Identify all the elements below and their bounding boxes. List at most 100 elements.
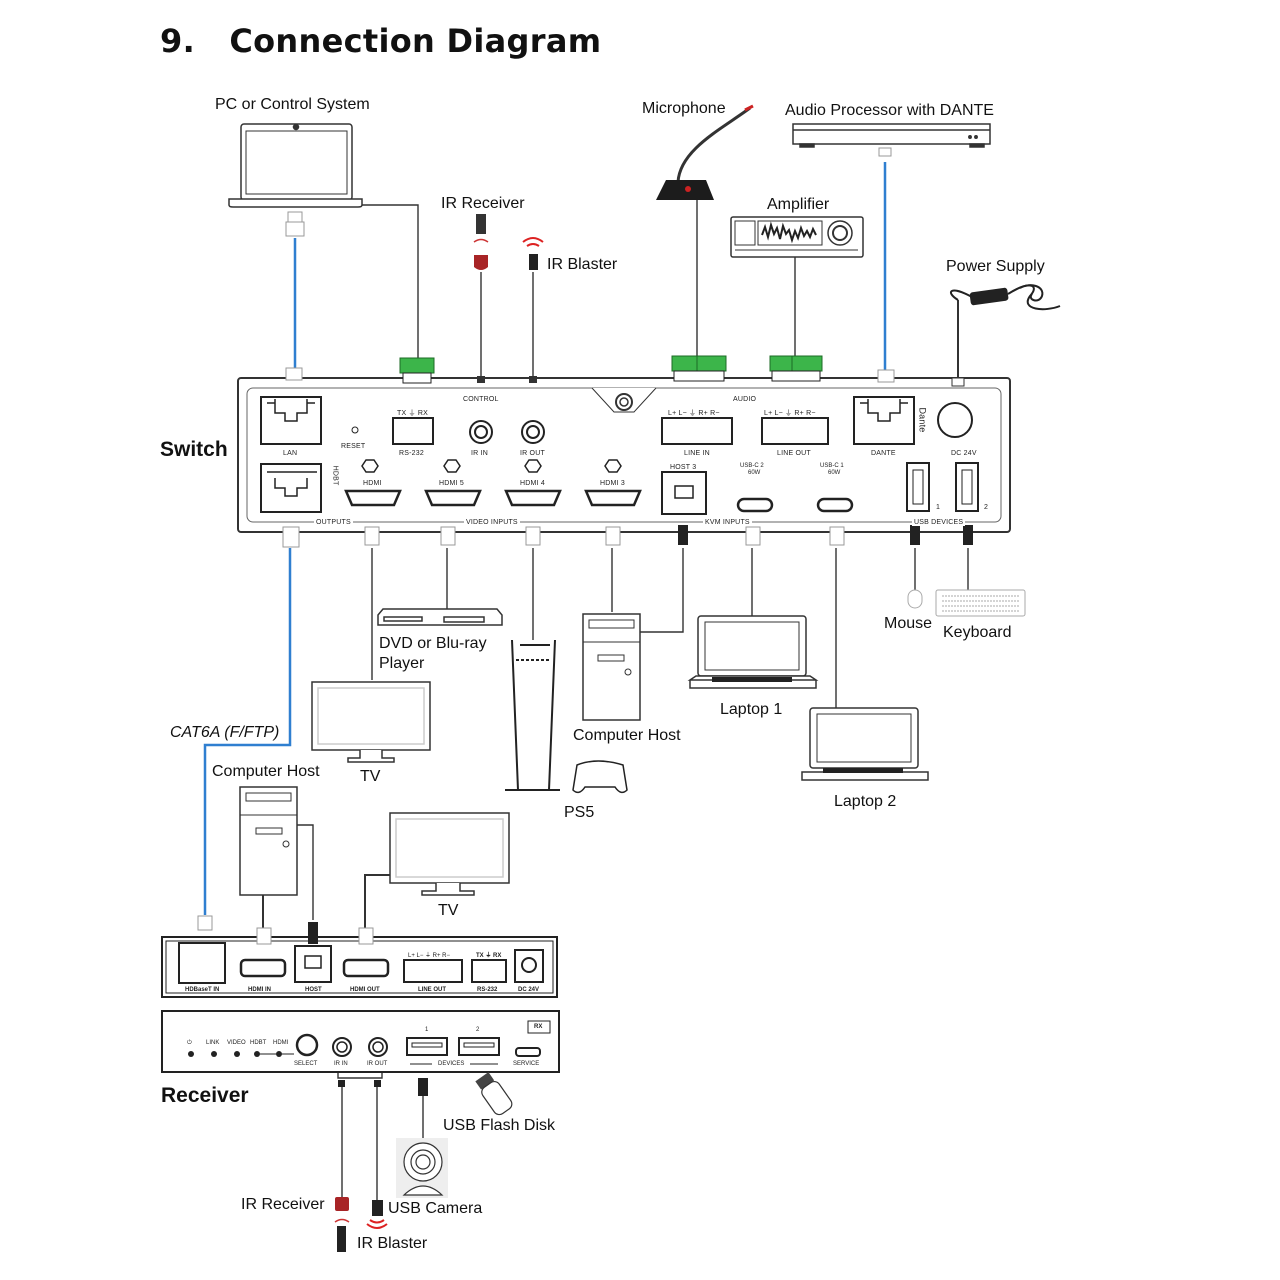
section-video-inputs: VIDEO INPUTS — [464, 519, 520, 526]
port-label-usb2: 2 — [984, 504, 989, 511]
ir-bracket — [337, 1072, 383, 1079]
section-audio: AUDIO — [731, 396, 759, 403]
line-in-port — [661, 417, 733, 445]
port-label-line-out: LINE OUT — [777, 450, 811, 457]
ir-jack-plug-icon — [477, 376, 485, 383]
port-label-reset: RESET — [341, 443, 366, 450]
audio-processor-icon — [792, 123, 991, 148]
pc-laptop-icon — [228, 123, 363, 208]
usb-camera-icon — [396, 1138, 448, 1198]
port-label-rs232: RS-232 — [399, 450, 424, 457]
label-mouse: Mouse — [884, 615, 933, 632]
laptop1-icon — [687, 615, 819, 689]
amplifier-icon — [730, 216, 864, 258]
laptop2-icon — [801, 707, 929, 781]
computer-tower-icon — [582, 613, 641, 721]
ir-receiver-icon — [473, 214, 489, 270]
wire-pc-rs232 — [352, 204, 419, 360]
label-power-supply: Power Supply — [946, 258, 1045, 275]
rx-label-dc24v: DC 24V — [518, 987, 540, 993]
port-label-usbc1: USB-C 1 — [820, 463, 844, 469]
rx-label-rs232-pins: TX ⏚ RX — [476, 953, 502, 959]
switch-label: Switch — [160, 438, 228, 461]
port-label-usbc2-w: 60W — [748, 470, 761, 476]
rj45-plug-icon — [285, 211, 305, 237]
rx-label-ir-out: IR OUT — [367, 1061, 388, 1067]
rx-label-video: VIDEO — [227, 1040, 246, 1046]
label-laptop2: Laptop 2 — [834, 793, 897, 810]
rx-label-select: SELECT — [294, 1061, 318, 1067]
port-label-usbc2: USB-C 2 — [740, 463, 764, 469]
dante-logo: Dante — [917, 407, 928, 433]
reset-button — [351, 426, 359, 434]
ir-receiver-icon — [335, 1197, 349, 1211]
hdmi4-port — [504, 489, 562, 507]
label-computer-host-bottom: Computer Host — [212, 763, 320, 780]
wire-host-usb — [640, 548, 684, 633]
label-tv2: TV — [438, 902, 459, 919]
section-outputs: OUTPUTS — [314, 519, 353, 526]
receiver-front-panel — [161, 1010, 560, 1073]
port-label-ir-in: IR IN — [471, 450, 488, 457]
port-label-lan: LAN — [283, 450, 298, 457]
rj45-plug-icon — [878, 147, 892, 157]
label-dvd-line2: Player — [379, 655, 425, 672]
microphone-icon — [656, 104, 754, 200]
label-pc: PC or Control System — [215, 96, 370, 113]
wire-host2-usb — [292, 824, 314, 920]
page-title: 9. Connection Diagram — [160, 22, 602, 60]
label-audio-processor: Audio Processor with DANTE — [785, 102, 994, 119]
label-usb-flash: USB Flash Disk — [443, 1117, 556, 1134]
label-tv1: TV — [360, 768, 381, 785]
hdbt-port — [260, 463, 322, 513]
port-label-line-out-pins: L+ L− ⏚ R+ R− — [764, 410, 816, 417]
label-ir-blaster-top: IR Blaster — [547, 256, 618, 273]
label-keyboard: Keyboard — [943, 624, 1012, 641]
label-dvd: DVD or Blu-ray — [379, 635, 487, 652]
dc-plug-icon — [951, 377, 965, 387]
port-label-line-in: LINE IN — [684, 450, 710, 457]
port-label-usb1: 1 — [936, 504, 941, 511]
label-microphone: Microphone — [642, 100, 726, 117]
rx-label-usb1: 1 — [425, 1027, 429, 1033]
port-label-hdmi3: HDMI 3 — [600, 480, 625, 487]
terminal-blocks — [399, 355, 823, 374]
port-label-dante: DANTE — [871, 450, 896, 457]
label-ir-receiver-bottom: IR Receiver — [241, 1196, 325, 1213]
ir-blaster-icon — [372, 1200, 383, 1216]
rx-label-power: ⏻ — [187, 1040, 192, 1046]
rx-label-service: SERVICE — [513, 1061, 540, 1067]
rx-label-line-out-pins: L+ L− ⏚ R+ R− — [408, 953, 451, 959]
rs232-port — [392, 417, 434, 445]
section-usb-devices: USB DEVICES — [912, 519, 966, 526]
usb-flash-disk-icon — [475, 1072, 513, 1116]
label-amplifier: Amplifier — [767, 196, 830, 213]
ir-jack-plug-icon — [529, 376, 537, 383]
computer-tower-icon — [239, 786, 298, 896]
rx-label-devices: DEVICES — [438, 1061, 465, 1067]
cable-cat6a — [203, 548, 292, 915]
label-ps5: PS5 — [564, 804, 595, 821]
hdmi-out-port — [344, 489, 402, 507]
dvd-player-icon — [377, 608, 503, 626]
dc-24v-jack — [937, 402, 973, 438]
rx-label-hdbt: HDBT — [250, 1040, 267, 1046]
usb-b-plug-icon — [308, 922, 318, 944]
line-out-port — [761, 417, 829, 445]
hdmi3-port — [584, 489, 642, 507]
hdmi5-port — [424, 489, 482, 507]
ir-remote-icon — [337, 1226, 346, 1252]
label-ir-receiver-top: IR Receiver — [441, 195, 525, 212]
rx-label-host: HOST — [305, 987, 322, 993]
ps5-console-icon — [505, 639, 560, 791]
port-label-hdmi-out: HDMI — [363, 480, 382, 487]
port-label-rs232-pins: TX ⏚ RX — [397, 410, 428, 417]
keyboard-icon — [935, 589, 1026, 617]
port-label-usbc1-w: 60W — [828, 470, 841, 476]
port-label-line-in-pins: L+ L− ⏚ R+ R− — [668, 410, 720, 417]
usb-plug-icon — [418, 1078, 428, 1096]
port-label-host3: HOST 3 — [670, 464, 697, 471]
label-cable: CAT6A (F/FTP) — [170, 724, 280, 741]
rx-label-link: LINK — [206, 1040, 220, 1046]
